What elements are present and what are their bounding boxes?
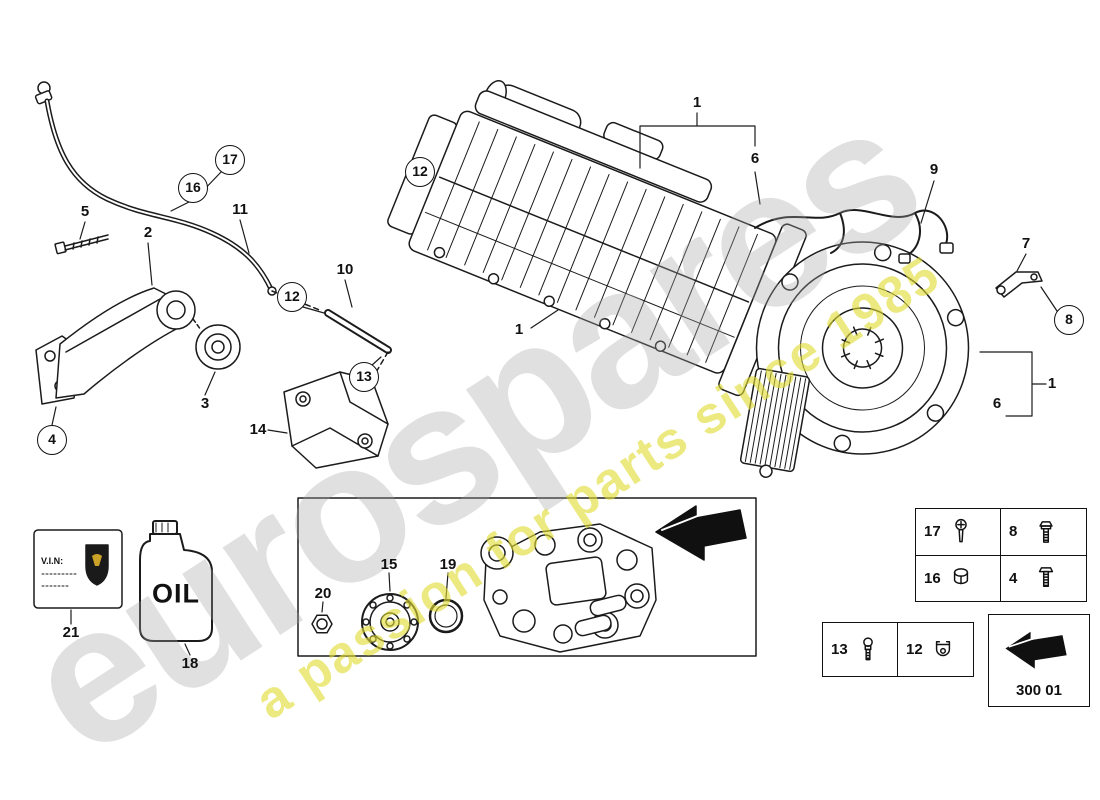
filter-flange	[361, 593, 419, 651]
detail-box-border	[297, 497, 757, 657]
legend-number: 16	[924, 569, 941, 587]
legend-cell-17: 17	[916, 509, 1001, 556]
hex-bolt-icon	[1035, 563, 1057, 593]
direction-arrow	[655, 505, 747, 561]
page-code: 300 01	[988, 676, 1090, 707]
legend-arrow-box	[988, 614, 1090, 678]
legend-number: 8	[1009, 523, 1018, 541]
wiring-harness	[754, 209, 954, 264]
clamp-icon	[932, 635, 954, 665]
legend-cell-13: 13	[823, 623, 898, 676]
bushing	[192, 318, 241, 370]
o-ring	[428, 598, 464, 634]
mount-arm	[35, 287, 196, 405]
grommet-icon	[950, 563, 972, 593]
legend-number: 12	[906, 641, 923, 658]
legend-cell-16: 16	[916, 555, 1001, 601]
nut	[311, 614, 333, 634]
support-bracket	[283, 371, 389, 469]
fastener-legend: 17 8 16 4	[915, 508, 1087, 602]
link-rod	[324, 309, 392, 354]
legend-number: 4	[1009, 569, 1018, 587]
legend-arrow-icon	[1005, 631, 1067, 669]
vin-card	[33, 529, 123, 609]
torx-screw-icon	[950, 517, 972, 547]
lever-bracket	[995, 271, 1043, 298]
oil-bottle-label: OIL	[152, 578, 200, 609]
oil-cooler	[739, 367, 811, 478]
legend-cell-4: 4	[1001, 556, 1086, 602]
vin-card-label: V.I.N:	[41, 556, 64, 566]
stud-bolt	[54, 234, 109, 255]
gearbox-assembly	[387, 79, 970, 455]
oil-bottle	[139, 520, 213, 642]
hardware-legend: 13 12	[822, 622, 974, 677]
legend-number: 17	[924, 523, 941, 541]
leader-lines	[51, 112, 1058, 656]
dipstick-tube	[34, 81, 277, 296]
legend-cell-12: 12	[898, 623, 973, 676]
legend-cell-8: 8	[1001, 509, 1086, 556]
sleeve-bolt-icon	[857, 635, 879, 665]
flange-bolt-icon	[1035, 517, 1057, 547]
legend-number: 13	[831, 641, 848, 658]
valve-body	[480, 523, 657, 653]
